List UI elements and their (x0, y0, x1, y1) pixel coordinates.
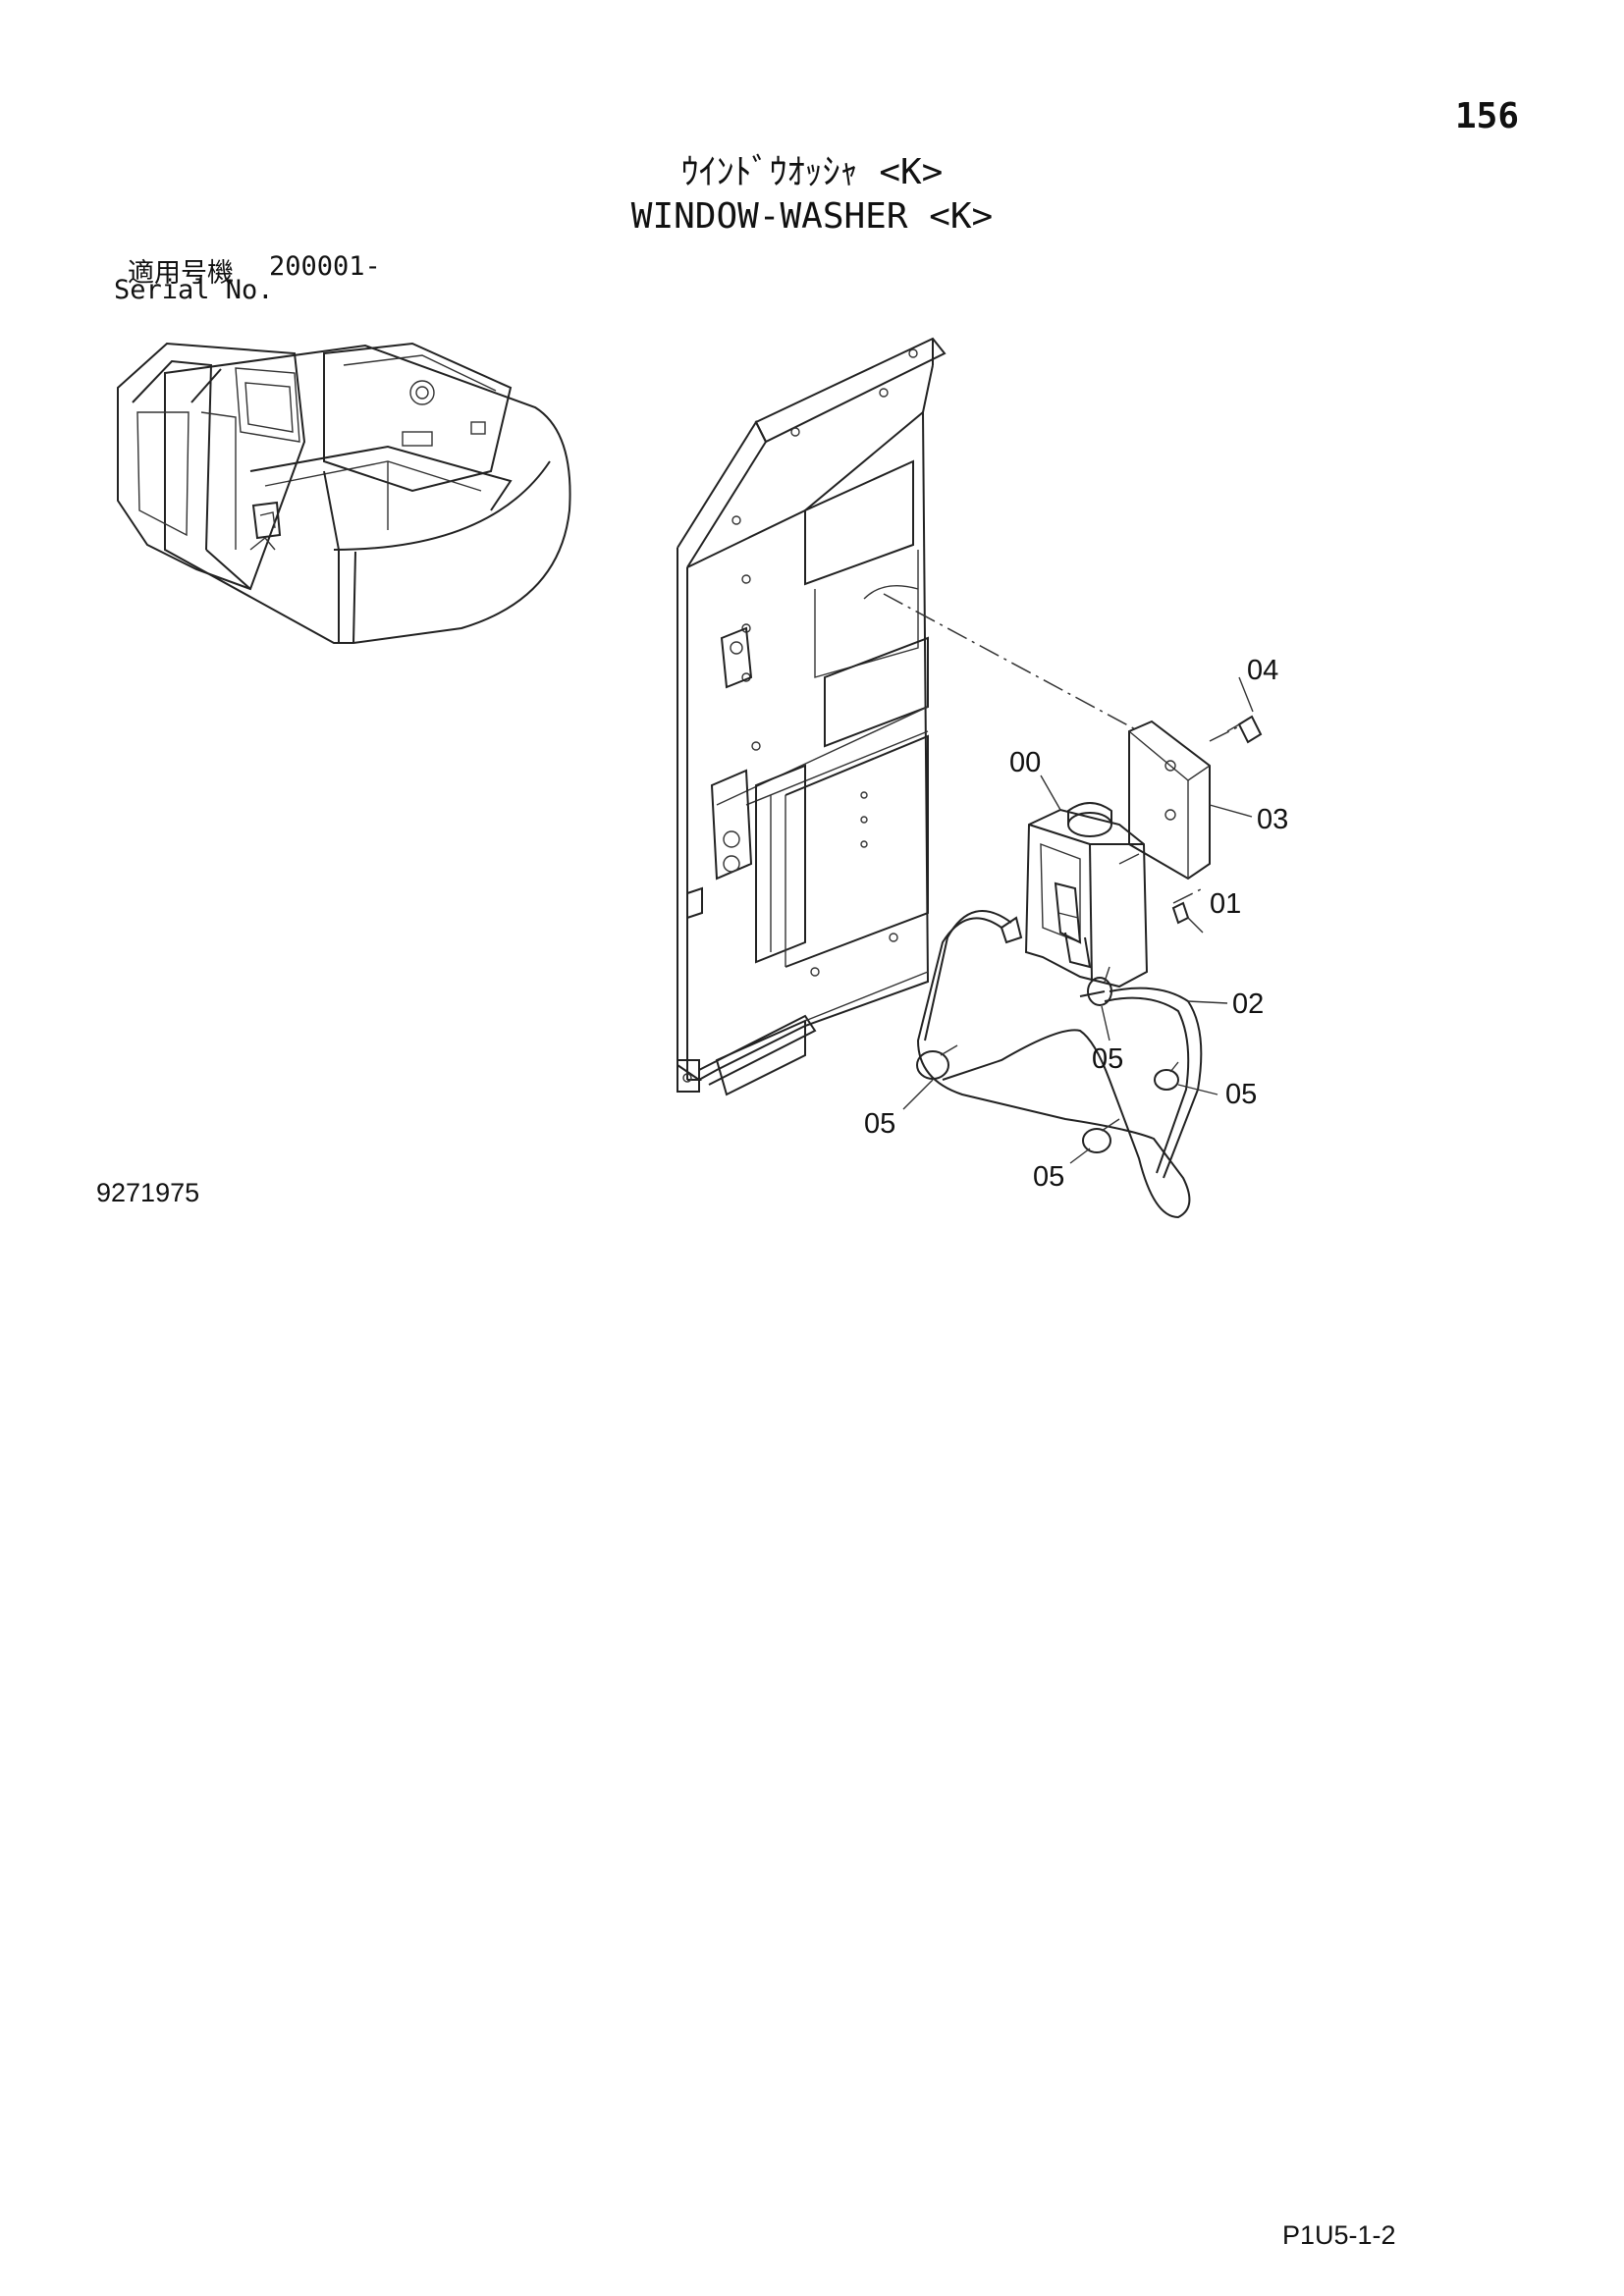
serial-value: 200001- (269, 251, 381, 282)
hose-clamps (916, 966, 1179, 1153)
serial-label-english: Serial No. (114, 275, 274, 305)
callout-02: 02 (1232, 988, 1264, 1020)
mounting-panel-illustration (677, 337, 947, 1096)
bolt (1226, 715, 1263, 744)
excavator-overview-illustration (117, 342, 571, 644)
panel-holes (731, 348, 918, 977)
callout-05-left: 05 (864, 1108, 895, 1140)
callout-00: 00 (1009, 747, 1041, 778)
title-japanese: ｳｲﾝﾄﾞｳｵｯｼｬ <K> (680, 152, 944, 192)
screw (1171, 901, 1190, 925)
serial-label-japanese: 適用号機 (128, 258, 234, 289)
washer-bracket (1128, 720, 1211, 881)
callout-05-right: 05 (1225, 1079, 1257, 1110)
mounting-guide-line (883, 593, 1140, 732)
footer-code: P1U5-1-2 (1282, 2220, 1396, 2250)
leader-lines (902, 676, 1254, 1164)
callout-03: 03 (1257, 804, 1288, 835)
screw-guide-line (1172, 887, 1204, 904)
title-english: WINDOW-WASHER <K> (630, 196, 994, 237)
drawing-number: 9271975 (96, 1178, 200, 1207)
callout-01: 01 (1210, 888, 1241, 920)
bolt-guide-line (1209, 725, 1240, 742)
washer-tank (1024, 802, 1149, 988)
callout-05-upper: 05 (1092, 1043, 1123, 1075)
page-number: 156 (1455, 96, 1520, 136)
callout-04: 04 (1247, 655, 1278, 686)
callout-05-lower: 05 (1033, 1161, 1064, 1193)
